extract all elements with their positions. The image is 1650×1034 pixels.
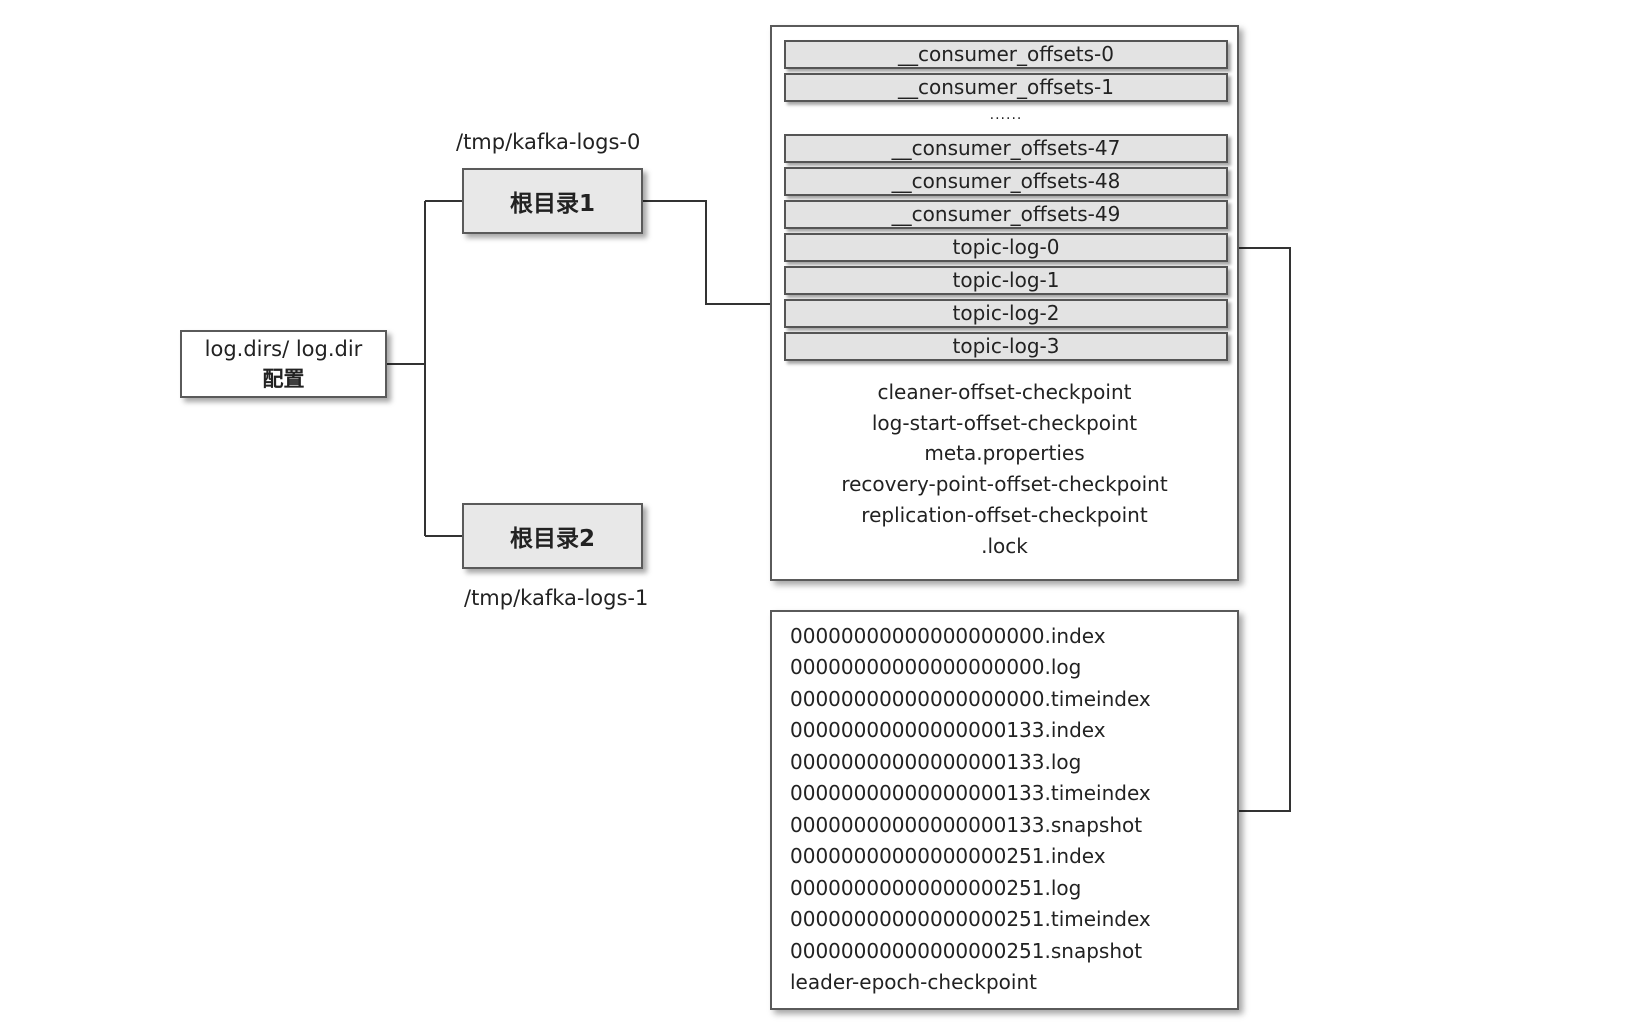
root1-label: 根目录1 [509, 191, 595, 217]
segment-file: 00000000000000000133.log [790, 750, 1082, 774]
segment-file: 00000000000000000133.snapshot [790, 813, 1143, 837]
dir-file: replication-offset-checkpoint [861, 503, 1148, 527]
root1-box: 根目录1 [462, 168, 643, 234]
partition-ellipsis: ...... [989, 107, 1023, 123]
partition-box: __consumer_offsets-47 [784, 134, 1228, 163]
segment-file: 00000000000000000000.timeindex [790, 687, 1151, 711]
dir-file: log-start-offset-checkpoint [871, 411, 1138, 435]
connector-topic-segments [1226, 247, 1291, 812]
partition-box: __consumer_offsets-0 [784, 40, 1228, 69]
partition-box: topic-log-3 [784, 332, 1228, 361]
segment-file: 00000000000000000251.log [790, 876, 1082, 900]
partition-box: __consumer_offsets-1 [784, 73, 1228, 102]
dir-file: cleaner-offset-checkpoint [877, 380, 1132, 404]
log-dirs-config-box: log.dirs/ log.dir 配置 [180, 330, 387, 398]
dir-file: meta.properties [924, 441, 1085, 465]
partition-segment-files-panel: 00000000000000000000.index 0000000000000… [770, 610, 1239, 1010]
segment-file: 00000000000000000000.index [790, 624, 1106, 648]
root-directory-contents-panel: __consumer_offsets-0 __consumer_offsets-… [770, 25, 1239, 581]
config-line2: 配置 [262, 367, 305, 391]
root1-path-label: /tmp/kafka-logs-0 [456, 130, 641, 154]
segment-file: 00000000000000000133.index [790, 718, 1106, 742]
partition-box: topic-log-2 [784, 299, 1228, 328]
partition-box: __consumer_offsets-49 [784, 200, 1228, 229]
root2-path-label: /tmp/kafka-logs-1 [464, 586, 649, 610]
root2-box: 根目录2 [462, 503, 643, 569]
partition-box: __consumer_offsets-48 [784, 167, 1228, 196]
dir-file: .lock [981, 534, 1028, 558]
dir-file: recovery-point-offset-checkpoint [841, 472, 1168, 496]
connector-root1-dir-panel [643, 200, 770, 305]
segment-file: leader-epoch-checkpoint [790, 970, 1037, 994]
segment-file: 00000000000000000251.index [790, 844, 1106, 868]
segment-file: 00000000000000000251.snapshot [790, 939, 1143, 963]
root2-label: 根目录2 [509, 526, 595, 552]
segment-file: 00000000000000000133.timeindex [790, 781, 1151, 805]
partition-box: topic-log-1 [784, 266, 1228, 295]
segment-file: 00000000000000000251.timeindex [790, 907, 1151, 931]
config-line1: log.dirs/ log.dir [204, 337, 363, 361]
partition-box-topic-log-0: topic-log-0 [784, 233, 1228, 262]
segment-file: 00000000000000000000.log [790, 655, 1082, 679]
